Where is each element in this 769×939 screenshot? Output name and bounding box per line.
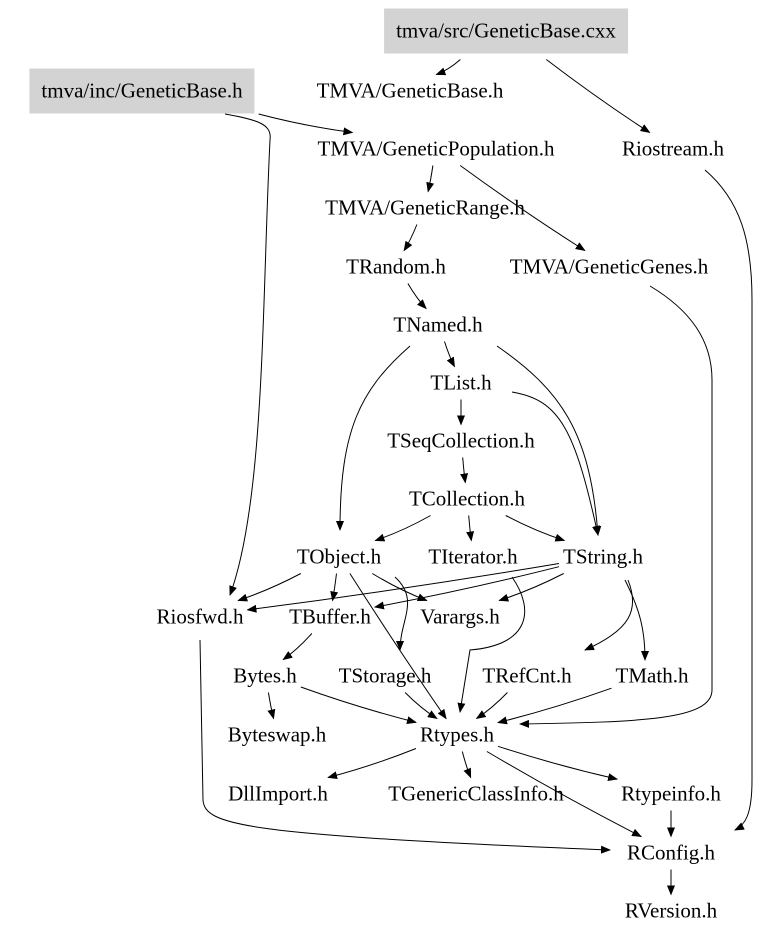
node-byteswap[interactable]: Byteswap.h [227,722,327,747]
edge-tnamed-tobject [336,345,411,531]
edge-tobject-varargs [372,573,428,601]
node-bytes[interactable]: Bytes.h [233,663,297,688]
edge-cxx-riostream [545,59,651,134]
edge-trandom-tnamed [407,283,427,310]
edge-tstring-varargs [498,573,564,602]
edge-inc-riosfwd [224,113,271,596]
node-inc[interactable]: tmva/inc/GeneticBase.h [29,68,255,114]
edge-tobject-tstorage [394,576,409,651]
edge-tmath-rtypes [497,687,612,725]
node-cxx[interactable]: tmva/src/GeneticBase.cxx [384,8,628,54]
edge-bytes-rtypes [300,686,417,725]
edge-gpop-ggenes [459,165,586,252]
edge-rtypes-rconfig [486,751,642,837]
node-tobject[interactable]: TObject.h [296,544,382,569]
node-rversion[interactable]: RVersion.h [624,898,718,923]
edge-trefcnt-rtypes [475,692,508,720]
edge-tcoll-titer [466,515,475,542]
edge-ggenes-rtypes [519,285,713,728]
node-trefcnt[interactable]: TRefCnt.h [482,663,572,688]
edge-tcoll-tstring [505,515,566,542]
node-gpop[interactable]: TMVA/GeneticPopulation.h [317,136,555,161]
edge-rtypes-tgci [461,751,472,779]
node-tseq[interactable]: TSeqCollection.h [387,428,535,453]
edge-tbuffer-bytes [282,633,313,661]
edge-tstring-riosfwd [246,563,560,613]
edge-tnamed-tlist [444,341,455,368]
edge-titer-rtypes [457,576,526,713]
edge-grange-trandom [403,224,418,252]
edge-riosfwd-rconfig [199,639,611,854]
edge-rtypes-rtypeinfo [497,745,619,782]
node-grange[interactable]: TMVA/GeneticRange.h [325,195,525,220]
edge-tstring-tbuffer [373,566,560,610]
node-gbase[interactable]: TMVA/GeneticBase.h [316,78,504,103]
node-rconfig[interactable]: RConfig.h [626,840,716,865]
node-tgci[interactable]: TGenericClassInfo.h [388,781,564,806]
node-riostream[interactable]: Riostream.h [621,136,725,161]
edge-tlist-tstring [511,391,600,536]
node-tmath[interactable]: TMath.h [615,663,689,688]
edge-inc-gpop [258,113,354,136]
edge-riostream-rconfig [704,169,753,831]
edge-tobject-riosfwd [237,573,302,602]
edge-tcoll-tobject [374,515,431,542]
node-tlist[interactable]: TList.h [430,370,492,395]
edge-tnamed-tstring [496,345,602,536]
node-varargs[interactable]: Varargs.h [420,604,500,629]
edge-tstorage-rtypes [404,692,438,720]
edge-tstring-trefcnt [584,579,634,651]
node-dllimport[interactable]: DllImport.h [228,781,328,806]
edge-tobject-rtypes [349,573,447,720]
edge-tseq-tcoll [460,457,469,484]
node-tstorage[interactable]: TStorage.h [338,663,432,688]
edge-tstring-tmath [624,579,649,661]
node-riosfwd[interactable]: Riosfwd.h [156,604,244,629]
node-trandom[interactable]: TRandom.h [346,254,446,279]
edge-tobject-tbuffer [330,573,339,602]
node-tstring[interactable]: TString.h [563,544,643,569]
node-tbuffer[interactable]: TBuffer.h [289,604,371,629]
node-rtypes[interactable]: Rtypes.h [419,722,495,747]
edge-gpop-grange [426,165,435,193]
node-rtypeinfo[interactable]: Rtypeinfo.h [621,781,721,806]
edge-cxx-gbase [435,59,461,76]
node-tnamed[interactable]: TNamed.h [393,312,483,337]
node-ggenes[interactable]: TMVA/GeneticGenes.h [509,254,709,279]
edge-rtypes-dllimport [327,748,417,780]
node-titer[interactable]: TIterator.h [428,544,518,569]
node-tcoll[interactable]: TCollection.h [408,486,526,511]
edge-bytes-byteswap [267,692,276,720]
